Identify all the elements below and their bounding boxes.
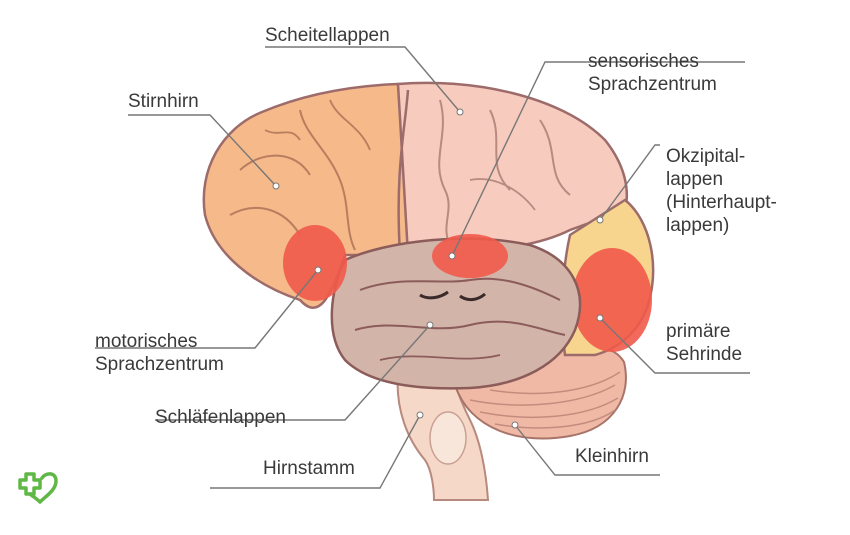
label-motorisches-sprachzentrum: motorisches Sprachzentrum (95, 331, 224, 375)
sensory-speech-center (432, 234, 508, 278)
label-schlaefenlappen: Schläfenlappen (155, 407, 286, 428)
brainstem (396, 371, 490, 501)
frontal-lobe (202, 82, 412, 309)
label-scheitellappen: Scheitellappen (265, 25, 390, 46)
primary-visual-cortex (572, 248, 652, 352)
label-stirnhirn: Stirnhirn (128, 91, 199, 112)
label-okzipitallappen: Okzipital- lappen (Hinterhaupt- lappen) (666, 146, 777, 236)
leader-lines (95, 46, 750, 489)
health-cross-heart-icon (18, 472, 58, 504)
leader-dots (272, 108, 604, 429)
label-hirnstamm: Hirnstamm (263, 458, 355, 479)
label-sensorisches-sprachzentrum: sensorisches Sprachzentrum (588, 51, 717, 95)
motor-speech-center (283, 225, 347, 301)
label-primaere-sehrinde: primäre Sehrinde (666, 321, 743, 365)
label-kleinhirn: Kleinhirn (575, 446, 649, 467)
